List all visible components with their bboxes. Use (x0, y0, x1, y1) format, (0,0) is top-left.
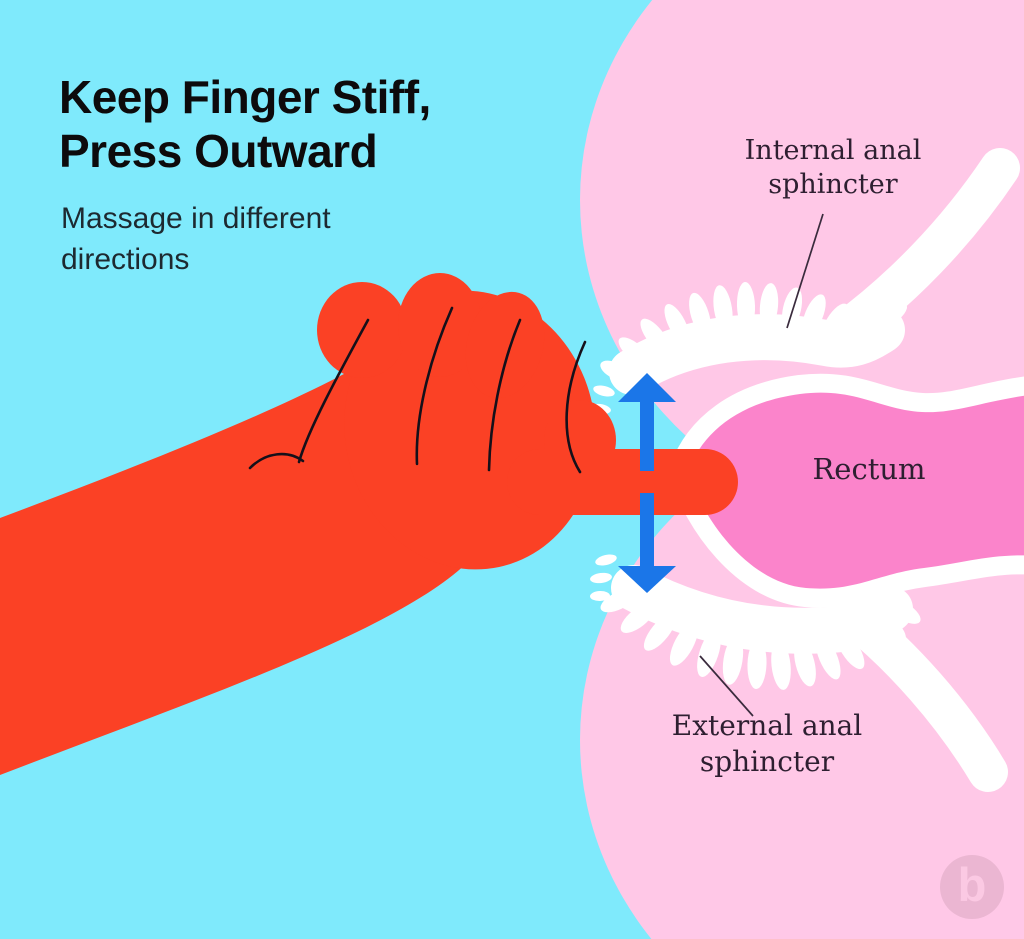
page-title: Keep Finger Stiff, Press Outward (59, 70, 659, 178)
press-direction-arrow (618, 373, 676, 593)
internal-label-leader-line (786, 213, 824, 329)
rectum-channel (669, 373, 1024, 608)
subtitle-line-1: Massage in different (61, 202, 331, 235)
brand-letter: b (957, 858, 987, 911)
arrow-down-head (618, 566, 676, 593)
brand-watermark-logo: b (940, 855, 1004, 919)
title-line-2: Press Outward (59, 125, 378, 177)
arrow-shaft-upper (640, 401, 654, 471)
knuckle-2 (398, 273, 482, 377)
page-subtitle: Massage in different directions (61, 198, 521, 280)
hand-illustration (0, 273, 738, 775)
knuckle-3 (465, 291, 545, 399)
rectum-label: Rectum (812, 452, 926, 486)
title-line-1: Keep Finger Stiff, (59, 71, 431, 123)
internal-sphincter-label: Internal anal sphincter (744, 135, 922, 200)
internal-sphincter-fringe (589, 282, 908, 433)
arrow-up-head (618, 373, 676, 402)
internal-sphincter-muscle (589, 148, 1020, 433)
external-sphincter-muscle (590, 554, 1008, 792)
external-sphincter-fringe (590, 554, 921, 690)
external-label-leader-line (699, 655, 754, 717)
subtitle-line-2: directions (61, 243, 190, 276)
finger-creases (248, 306, 587, 474)
external-sphincter-label: External anal sphincter (671, 709, 863, 778)
arrow-shaft-lower (640, 493, 654, 567)
